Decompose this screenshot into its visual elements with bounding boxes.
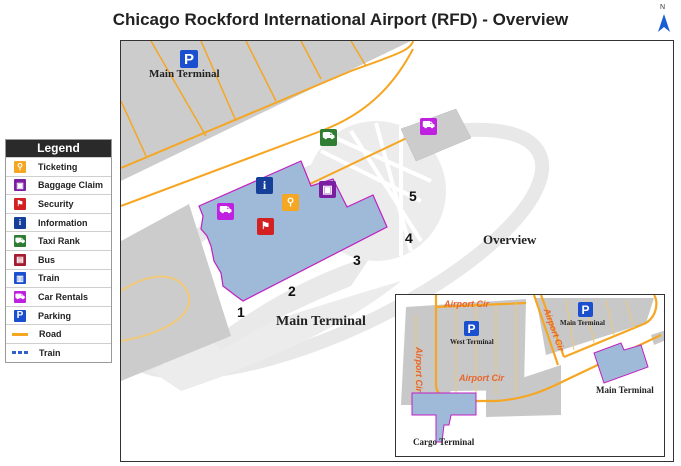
map-canvas xyxy=(121,41,550,391)
legend-label: Bus xyxy=(38,254,56,265)
north-label: N xyxy=(660,4,666,11)
bus-icon: ▤ xyxy=(14,253,26,266)
page-title: Chicago Rockford International Airport (… xyxy=(112,10,569,29)
west-terminal-label: West Terminal xyxy=(450,338,494,346)
overview-title: Overview xyxy=(483,232,537,247)
ticketing-icon: ⚲ xyxy=(14,160,26,173)
legend-item-train: ▥ Train xyxy=(6,268,111,288)
legend-label: Train xyxy=(38,273,60,284)
legend-label: Ticketing xyxy=(38,161,78,172)
legend-item-security: ⚑ Security xyxy=(6,194,111,213)
ticketing-icon[interactable]: ⚲ xyxy=(282,194,299,211)
legend-label: Taxi Rank xyxy=(38,236,80,247)
baggage-icon: ▣ xyxy=(14,179,26,192)
legend-label: Road xyxy=(39,329,62,340)
legend-item-ticketing: ⚲ Ticketing xyxy=(6,157,111,176)
gate-3-label: 3 xyxy=(353,252,361,268)
main-terminal-label: Main Terminal xyxy=(276,314,366,329)
overview-inset[interactable]: Airport Cir Airport Cir Airport Cir Airp… xyxy=(395,294,665,457)
gate-2-label: 2 xyxy=(288,283,296,299)
road-label-airport-cir-left: Airport Cir xyxy=(414,347,424,392)
main-parking-icon[interactable]: P xyxy=(578,302,593,317)
parking-lot-label: Main Terminal xyxy=(149,68,220,80)
taxi-icon[interactable]: ⛟ xyxy=(320,129,337,146)
gate-4-label: 4 xyxy=(405,230,413,246)
legend-item-baggage-claim: ▣ Baggage Claim xyxy=(6,175,111,195)
north-arrow-icon xyxy=(658,14,670,32)
legend-label: Baggage Claim xyxy=(38,180,104,191)
taxi-icon: ⛟ xyxy=(14,235,26,248)
train-line-icon xyxy=(12,351,28,355)
legend-label: Car Rentals xyxy=(38,291,89,302)
legend-label: Parking xyxy=(38,310,72,321)
road-label-airport-cir-bottom: Airport Cir xyxy=(459,373,504,383)
legend-label: Train xyxy=(39,347,61,358)
road-label-airport-cir-top: Airport Cir xyxy=(444,299,489,309)
car-rental-icon[interactable]: ⛟ xyxy=(217,203,234,220)
car-rental-icon: ⛟ xyxy=(14,290,26,303)
gate-5-label: 5 xyxy=(409,188,417,204)
legend-item-taxi-rank: ⛟ Taxi Rank xyxy=(6,231,111,250)
baggage-claim-icon[interactable]: ▣ xyxy=(319,181,336,198)
legend-item-car-rentals: ⛟ Car Rentals xyxy=(6,287,111,306)
parking-icon: P xyxy=(14,309,26,322)
car-rental-icon[interactable]: ⛟ xyxy=(420,118,437,135)
gate-1-label: 1 xyxy=(237,304,245,320)
overview-canvas xyxy=(401,295,664,443)
legend-item-train-line: Train xyxy=(6,342,111,362)
north-arrow: N xyxy=(657,4,671,34)
train-icon: ▥ xyxy=(14,272,26,285)
main-terminal-overview-label: Main Terminal xyxy=(596,385,654,395)
information-icon[interactable]: i xyxy=(256,177,273,194)
west-parking-icon[interactable]: P xyxy=(464,321,479,336)
security-icon[interactable]: ⚑ xyxy=(257,218,274,235)
legend-item-bus: ▤ Bus xyxy=(6,249,111,269)
legend-label: Security xyxy=(38,198,74,209)
information-icon: i xyxy=(14,216,26,229)
road-line-icon xyxy=(12,332,28,336)
legend: Legend ⚲ Ticketing ▣ Baggage Claim ⚑ Sec… xyxy=(5,139,112,363)
cargo-terminal-label: Cargo Terminal xyxy=(413,437,475,447)
legend-title: Legend xyxy=(6,140,111,157)
legend-label: Information xyxy=(38,217,88,228)
legend-item-information: i Information xyxy=(6,212,111,232)
security-icon: ⚑ xyxy=(14,197,26,210)
legend-item-road: Road xyxy=(6,324,111,343)
legend-item-parking: P Parking xyxy=(6,305,111,325)
parking-icon[interactable]: P xyxy=(180,50,198,68)
main-terminal-parking-label: Main Terminal xyxy=(560,319,605,327)
